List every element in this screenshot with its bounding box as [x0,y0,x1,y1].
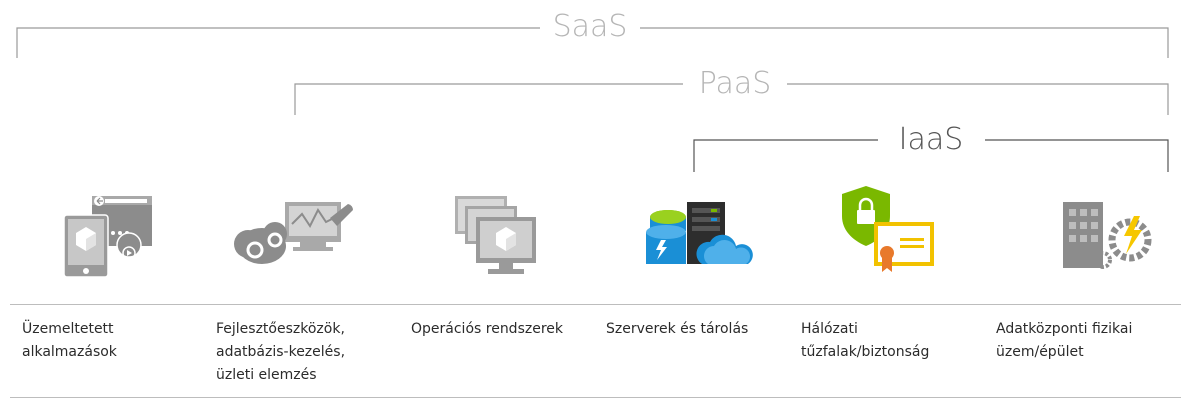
servers-storage-icon [646,202,753,264]
caption-firewall-security: Hálózati tűzfalak/biztonság [801,321,930,360]
saas-label: SaaS [553,9,628,44]
iaas-label: IaaS [899,122,964,157]
top-divider [10,304,1181,305]
caption-servers-storage: Szerverek és tárolás [606,321,749,337]
dev-tools-icon [234,202,354,264]
hosted-apps-icon [63,196,152,278]
paas-label: PaaS [699,66,772,101]
iaas-bracket [693,139,1169,172]
datacenter-icon [1063,202,1152,269]
caption-dev-tools: Fejlesztőeszközök, adatbázis-kezelés, üz… [216,321,346,383]
caption-hosted-apps: Üzemeltetett alkalmazások [22,321,117,360]
operating-systems-icon [455,196,536,274]
caption-operating-systems: Operációs rendszerek [411,321,563,337]
saas-bracket [16,27,1169,58]
bottom-divider [10,397,1181,398]
caption-datacenter: Adatközponti fizikai üzem/épület [996,321,1133,360]
firewall-security-icon [842,186,934,272]
paas-bracket [294,83,1169,115]
